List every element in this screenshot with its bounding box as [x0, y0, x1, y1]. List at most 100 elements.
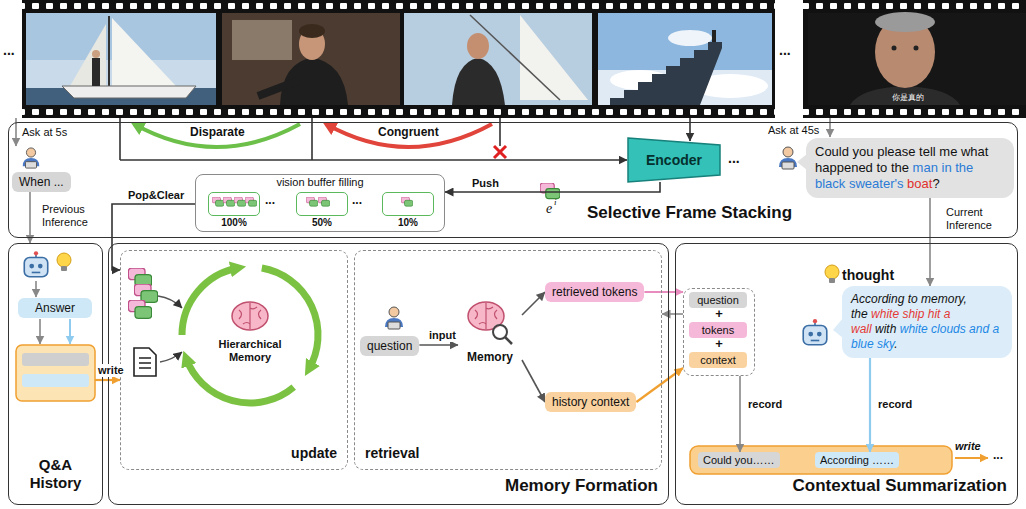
- film-holes: [22, 0, 775, 118]
- vision-buffer: vision buffer filling100%50%10%: [195, 174, 445, 232]
- flow-arrow: [39, 319, 41, 344]
- flow-arrow: [35, 281, 37, 297]
- bulb-icon: [825, 265, 839, 283]
- ellipsis: ...: [3, 42, 15, 58]
- ellipsis: ...: [993, 448, 1003, 462]
- stage-note: Previous Inference: [42, 203, 100, 229]
- write-note: write: [955, 440, 981, 453]
- update-region: updateHierarchical Memory: [120, 250, 348, 470]
- buffer-slot: 10%: [382, 192, 434, 216]
- connector: [739, 376, 741, 452]
- frame-line: [311, 118, 313, 160]
- node-text: tokens: [702, 324, 734, 336]
- connector: [29, 192, 31, 243]
- ellipsis: ...: [352, 193, 362, 207]
- label-box: ...: [265, 193, 275, 207]
- frame-bg: [222, 13, 400, 105]
- ellipsis: ...: [779, 42, 791, 58]
- stage-panel: Q&A History Answer: [8, 243, 103, 505]
- label-box: 你是真的: [892, 93, 924, 103]
- man-shirt: [850, 86, 960, 105]
- bubble-heading: thought: [842, 266, 1003, 284]
- document-icon: [134, 348, 156, 376]
- man-arm: [258, 80, 300, 96]
- history-record: [690, 446, 952, 474]
- brain-icon: [232, 302, 268, 330]
- token-pill: tokens: [689, 322, 747, 338]
- encoder-shape: [628, 138, 720, 182]
- panel-title: Selective Frame Stacking: [587, 203, 807, 223]
- memory-core: Hierarchical Memory: [200, 298, 300, 372]
- node-text: Memory: [458, 350, 522, 364]
- stage-panel: Contextual Summarization++questiontokens…: [675, 243, 1018, 505]
- robot-icon: [24, 251, 47, 277]
- edge-label: record: [876, 398, 914, 411]
- label-box: write: [955, 440, 981, 453]
- bubble-text: white clouds and a blue sky: [851, 322, 999, 351]
- edge-label: write: [96, 364, 126, 377]
- frame-sky: [598, 13, 772, 105]
- cycle-arrow: [186, 358, 294, 403]
- time-note: Ask at 45s: [768, 124, 819, 137]
- embedding-symbol: e: [546, 201, 552, 216]
- connector: [636, 368, 683, 402]
- label-box: Current Inference: [946, 206, 1008, 232]
- connector: [929, 198, 931, 286]
- film-holes: [803, 0, 1026, 118]
- plus-sign: +: [684, 338, 754, 350]
- thought-bubble: thoughtAccording to memory, thewhite shi…: [842, 286, 1012, 358]
- time-note: Ask at 5s: [22, 126, 67, 139]
- panel-title: Contextual Summarization: [676, 476, 1017, 496]
- node-text: When ...: [19, 175, 64, 189]
- staircase: [610, 42, 722, 105]
- connector: [522, 360, 545, 402]
- man-eye: [892, 46, 897, 51]
- token-icon: [234, 197, 246, 206]
- flow-arrow: [160, 352, 182, 362]
- panel-title: Q&A History: [9, 456, 102, 492]
- label-box: ...: [3, 42, 15, 58]
- answer-box: Answer: [18, 298, 92, 318]
- context-pill: context: [689, 352, 747, 368]
- panel-title: Memory Formation: [109, 476, 668, 496]
- frame-sky: [26, 13, 216, 105]
- retrieval-region: retrievalquestionMemoryretrieved tokensh…: [354, 250, 662, 470]
- label-box: Congruent: [378, 125, 439, 139]
- flow-arrow: [158, 296, 182, 308]
- film-strip: [22, 0, 775, 118]
- user-icon: [779, 147, 797, 169]
- token-icon: [223, 197, 235, 206]
- query-arrow: [829, 118, 831, 137]
- film-strip: [803, 0, 1026, 118]
- frame-line: [119, 118, 121, 160]
- edge-label-box: record: [746, 398, 784, 411]
- connector: [419, 344, 458, 346]
- label-box: Ask at 5s: [22, 126, 67, 139]
- man-face: [467, 33, 489, 59]
- sail: [70, 24, 106, 86]
- plus-sign: +: [684, 308, 754, 320]
- token-icon: [212, 197, 224, 206]
- node-text: history context: [552, 395, 629, 409]
- token-pill: retrieved tokens: [545, 282, 644, 302]
- bubble-text: with: [875, 322, 896, 336]
- figure: [712, 30, 716, 42]
- cloud: [668, 30, 712, 46]
- edge-label-box: write: [96, 364, 126, 377]
- node-text: 50%: [297, 217, 347, 229]
- ellipsis: ...: [265, 193, 275, 207]
- stage-panel: Memory Formation updateHierarchical Memor…: [108, 243, 669, 505]
- token-icon: [540, 183, 560, 199]
- flow-arrow: [69, 319, 71, 344]
- node-text: ?: [932, 176, 939, 191]
- user-icon: [385, 307, 403, 329]
- label-box: Disparate: [190, 125, 245, 139]
- node-text: vision buffer filling: [196, 175, 444, 189]
- node-text: Answer: [35, 301, 75, 315]
- connector: [644, 291, 683, 293]
- bulb-icon: [57, 253, 71, 271]
- token-icon: [245, 197, 257, 206]
- query-token: question: [689, 292, 747, 308]
